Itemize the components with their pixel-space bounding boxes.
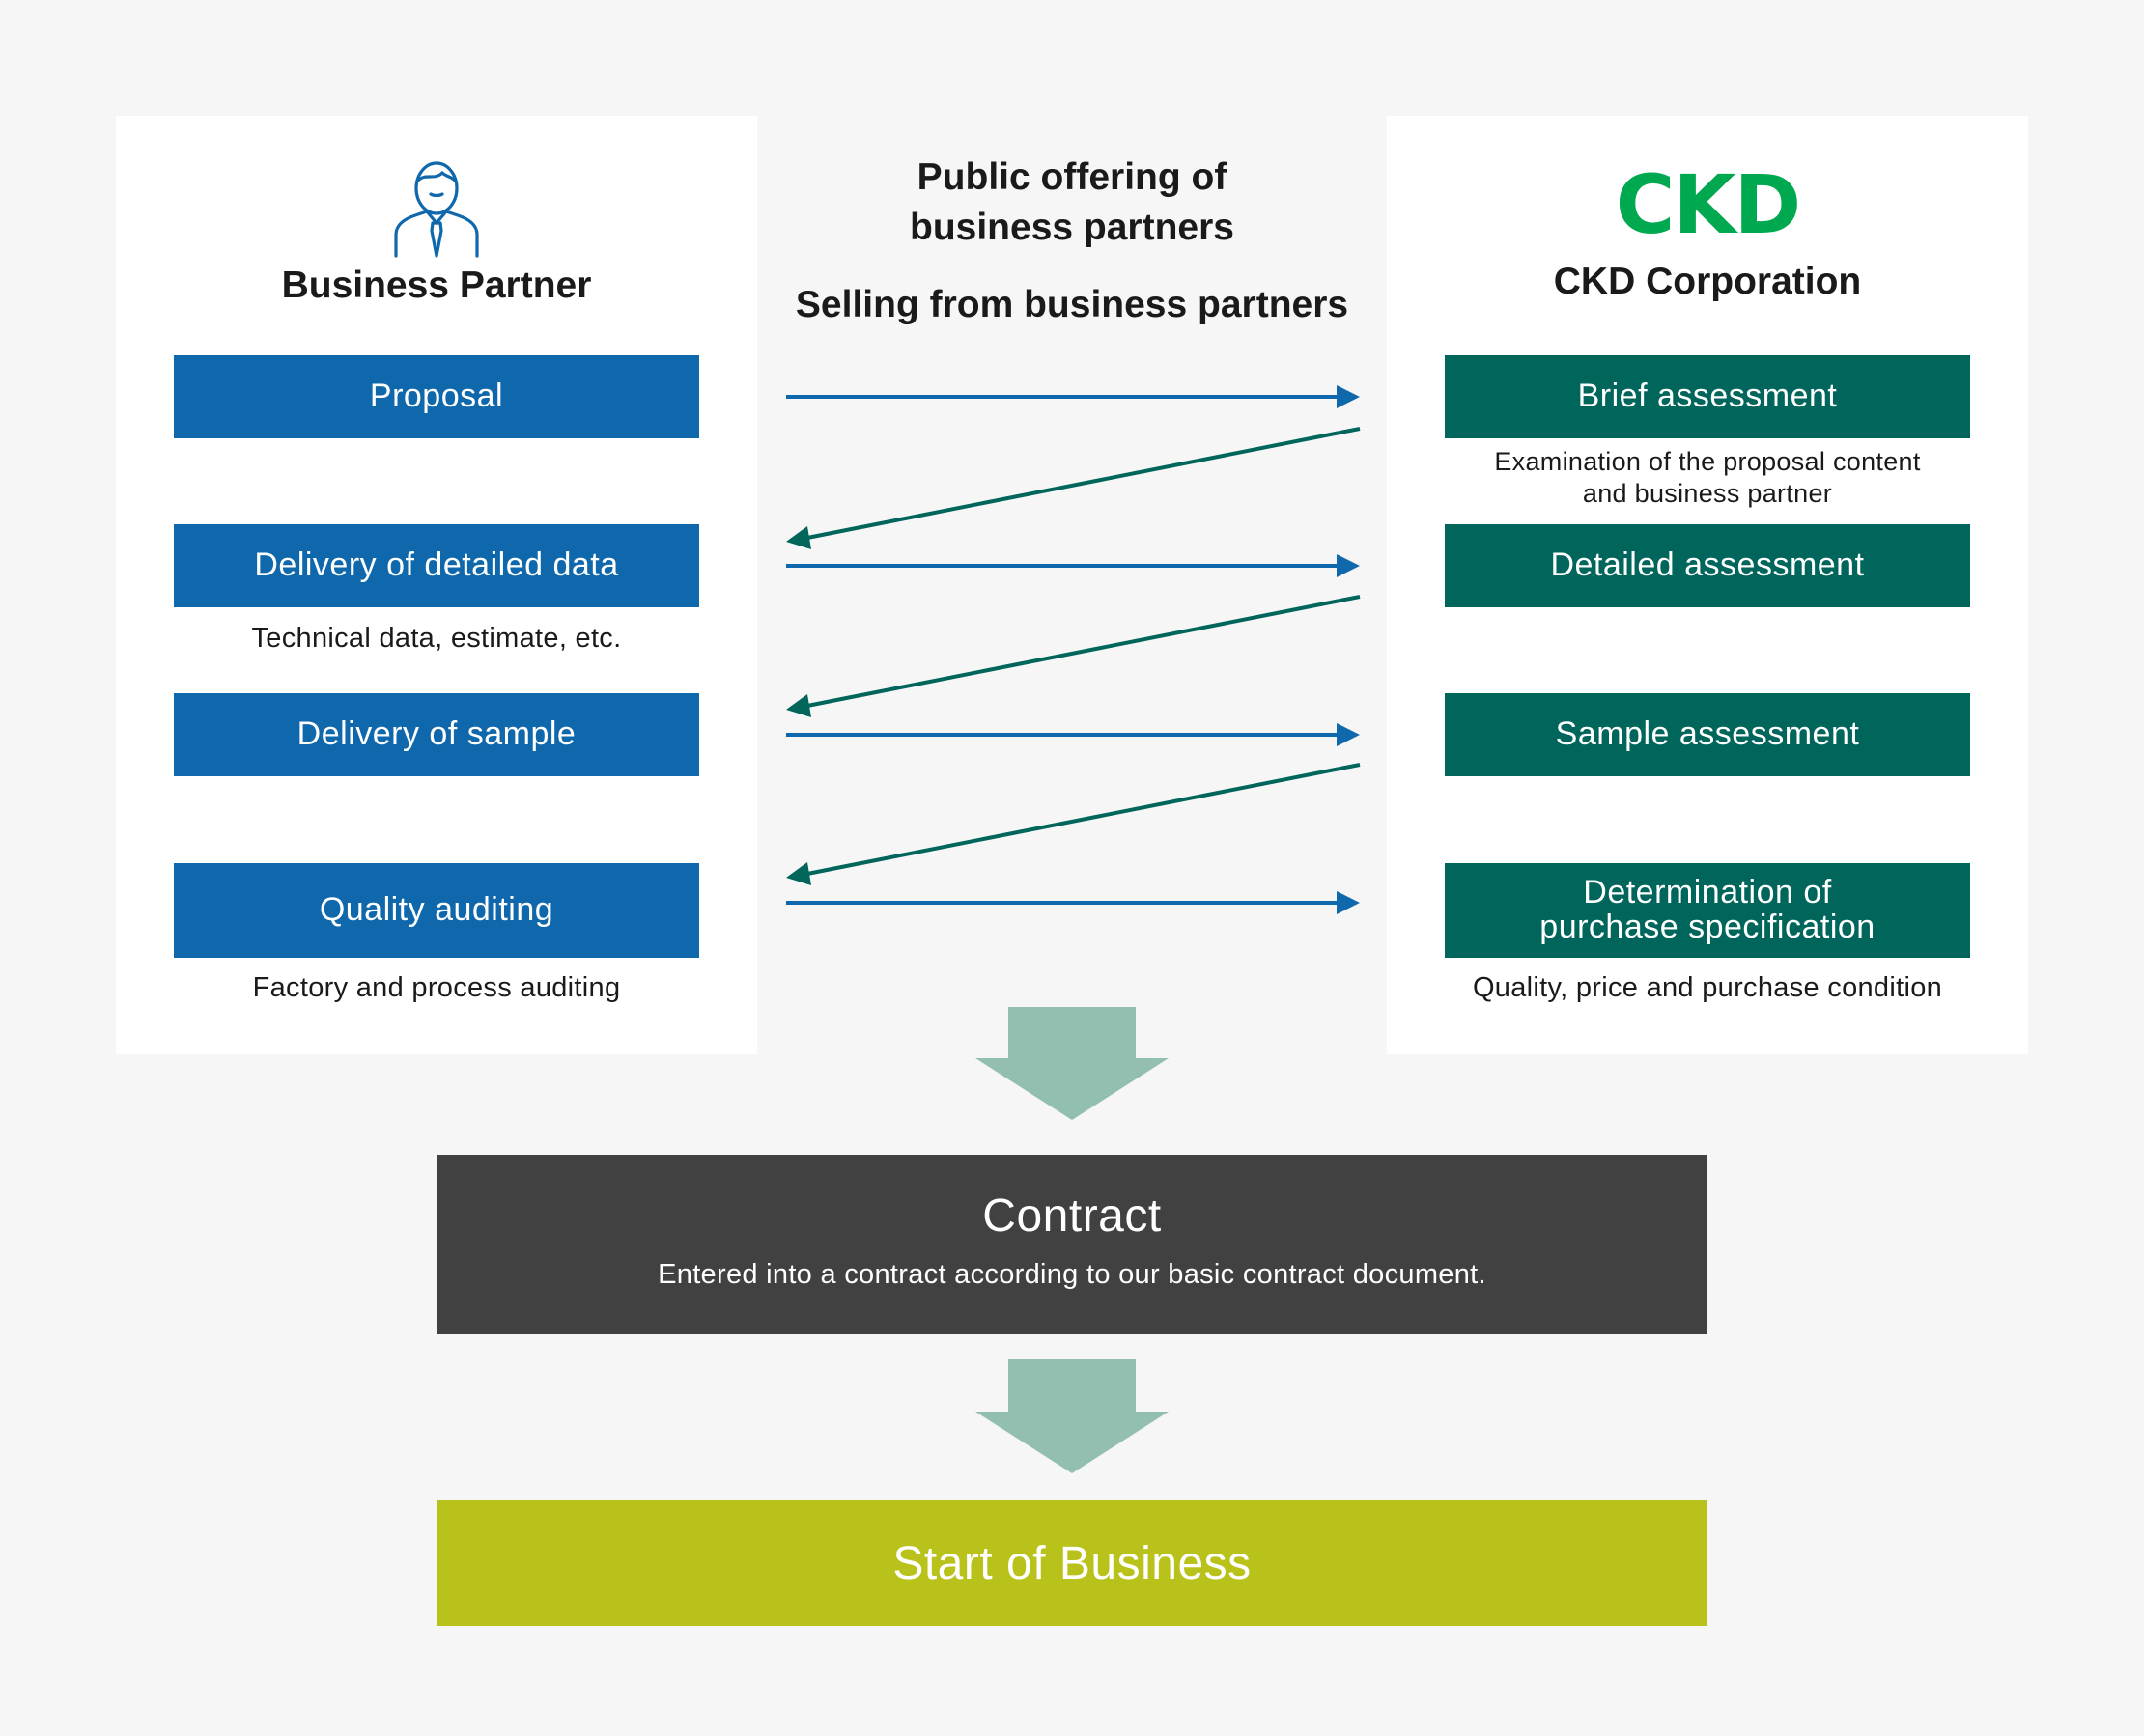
step-proposal: Proposal	[174, 355, 699, 438]
down-arrow-to-start	[975, 1359, 1169, 1473]
arrow-detailed-to-sample	[786, 595, 1361, 717]
contract-title: Contract	[982, 1190, 1162, 1242]
step-brief-assessment: Brief assessment	[1445, 355, 1970, 438]
center-subtitle: Selling from business partners	[795, 284, 1349, 325]
start-of-business: Start of Business	[437, 1500, 1707, 1626]
arrow-proposal-to-brief	[786, 385, 1360, 408]
arrow-delivery-to-detailed	[786, 554, 1360, 577]
determination-line2: purchase specification	[1539, 909, 1876, 945]
determination-line1: Determination of	[1583, 874, 1832, 911]
note-factory-auditing: Factory and process auditing	[252, 972, 621, 1003]
contract-description: Entered into a contract according to our…	[658, 1259, 1486, 1290]
arrow-audit-to-determination	[786, 891, 1360, 914]
down-arrow-to-contract	[975, 1007, 1169, 1120]
arrow-sample-to-assessment	[786, 723, 1360, 746]
step-quality-auditing: Quality auditing	[174, 863, 699, 958]
ckd-title: CKD Corporation	[1553, 261, 1862, 302]
arrow-brief-to-delivery	[786, 427, 1361, 549]
step-detailed-assessment: Detailed assessment	[1445, 524, 1970, 607]
business-person-icon	[394, 161, 479, 258]
center-title-line2: business partners	[910, 207, 1234, 248]
contract-box: Contract Entered into a contract accordi…	[437, 1155, 1707, 1334]
step-delivery-sample: Delivery of sample	[174, 693, 699, 776]
note-quality-price: Quality, price and purchase condition	[1472, 972, 1943, 1003]
business-partner-title: Business Partner	[281, 265, 592, 306]
center-title-line1: Public offering of	[917, 156, 1227, 198]
step-delivery-detailed-data: Delivery of detailed data	[174, 524, 699, 607]
step-determination-purchase-spec: Determination of purchase specification	[1445, 863, 1970, 958]
note-examination-line1: Examination of the proposal content	[1494, 447, 1921, 476]
note-technical-data: Technical data, estimate, etc.	[251, 623, 622, 654]
ckd-logo: CKD	[1615, 157, 1801, 252]
arrow-assessment-to-audit	[786, 763, 1361, 885]
step-sample-assessment: Sample assessment	[1445, 693, 1970, 776]
note-examination-line2: and business partner	[1582, 479, 1833, 508]
